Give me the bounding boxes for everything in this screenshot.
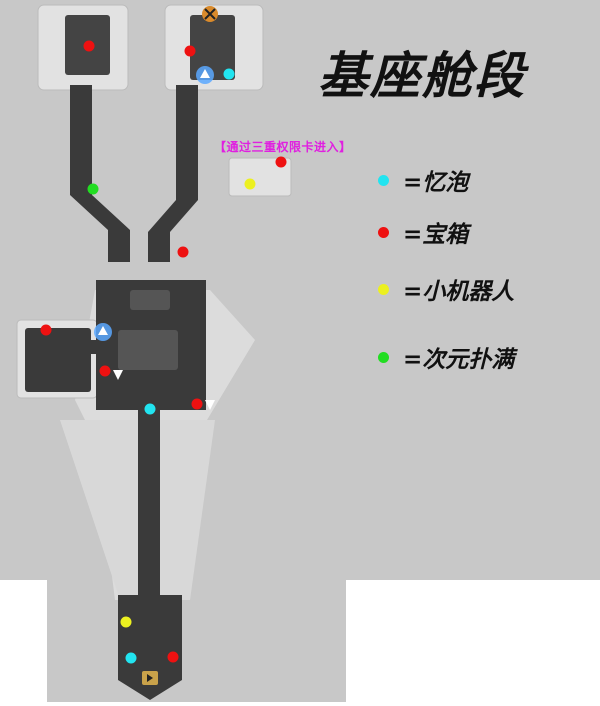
marker-chest bbox=[40, 324, 52, 336]
legend-item-robot: =小机器人 bbox=[378, 272, 514, 306]
legend-dot-robot bbox=[378, 283, 389, 295]
legend-item-piggy-bank: =次元扑满 bbox=[378, 340, 514, 374]
legend-dot-chest bbox=[378, 226, 389, 238]
anchor-icon bbox=[196, 66, 214, 84]
marker-robot bbox=[244, 178, 256, 190]
marker-chest bbox=[275, 156, 287, 168]
legend-label-piggy-bank: =次元扑满 bbox=[403, 347, 515, 373]
legend-dot-memory-bubble bbox=[378, 174, 389, 186]
lower-zone bbox=[60, 420, 215, 600]
map-title: 基座舱段 bbox=[318, 47, 526, 105]
exit-icon bbox=[142, 671, 158, 685]
legend-item-chest: =宝箱 bbox=[378, 215, 468, 249]
marker-chest bbox=[191, 398, 203, 410]
marker-robot bbox=[120, 616, 132, 628]
marker-memory-bubble bbox=[223, 68, 235, 80]
legend-label-chest: =宝箱 bbox=[403, 222, 469, 248]
access-note: 【通过三重权限卡进入】 bbox=[214, 140, 352, 154]
marker-chest bbox=[83, 40, 95, 52]
room-top-right-inner bbox=[190, 15, 235, 80]
marker-chest bbox=[177, 246, 189, 258]
marker-memory-bubble bbox=[144, 403, 156, 415]
legend-label-memory-bubble: =忆泡 bbox=[403, 170, 469, 196]
arrow-down-icon bbox=[113, 370, 123, 380]
legend-dot-piggy-bank bbox=[378, 351, 389, 363]
arrow-down-icon bbox=[205, 400, 215, 410]
marker-piggy-bank bbox=[87, 183, 99, 195]
marker-chest bbox=[99, 365, 111, 377]
marker-chest bbox=[167, 651, 179, 663]
marker-memory-bubble bbox=[125, 652, 137, 664]
anchor-icon bbox=[94, 323, 112, 341]
marker-chest bbox=[184, 45, 196, 57]
legend-label-robot: =小机器人 bbox=[403, 279, 515, 305]
corridors bbox=[57, 85, 206, 700]
room-side-left-inner bbox=[25, 328, 91, 392]
corridor-highlights bbox=[118, 290, 178, 370]
legend-item-memory-bubble: =忆泡 bbox=[378, 163, 468, 197]
boss-icon bbox=[202, 6, 218, 22]
room-side-right bbox=[228, 157, 292, 197]
